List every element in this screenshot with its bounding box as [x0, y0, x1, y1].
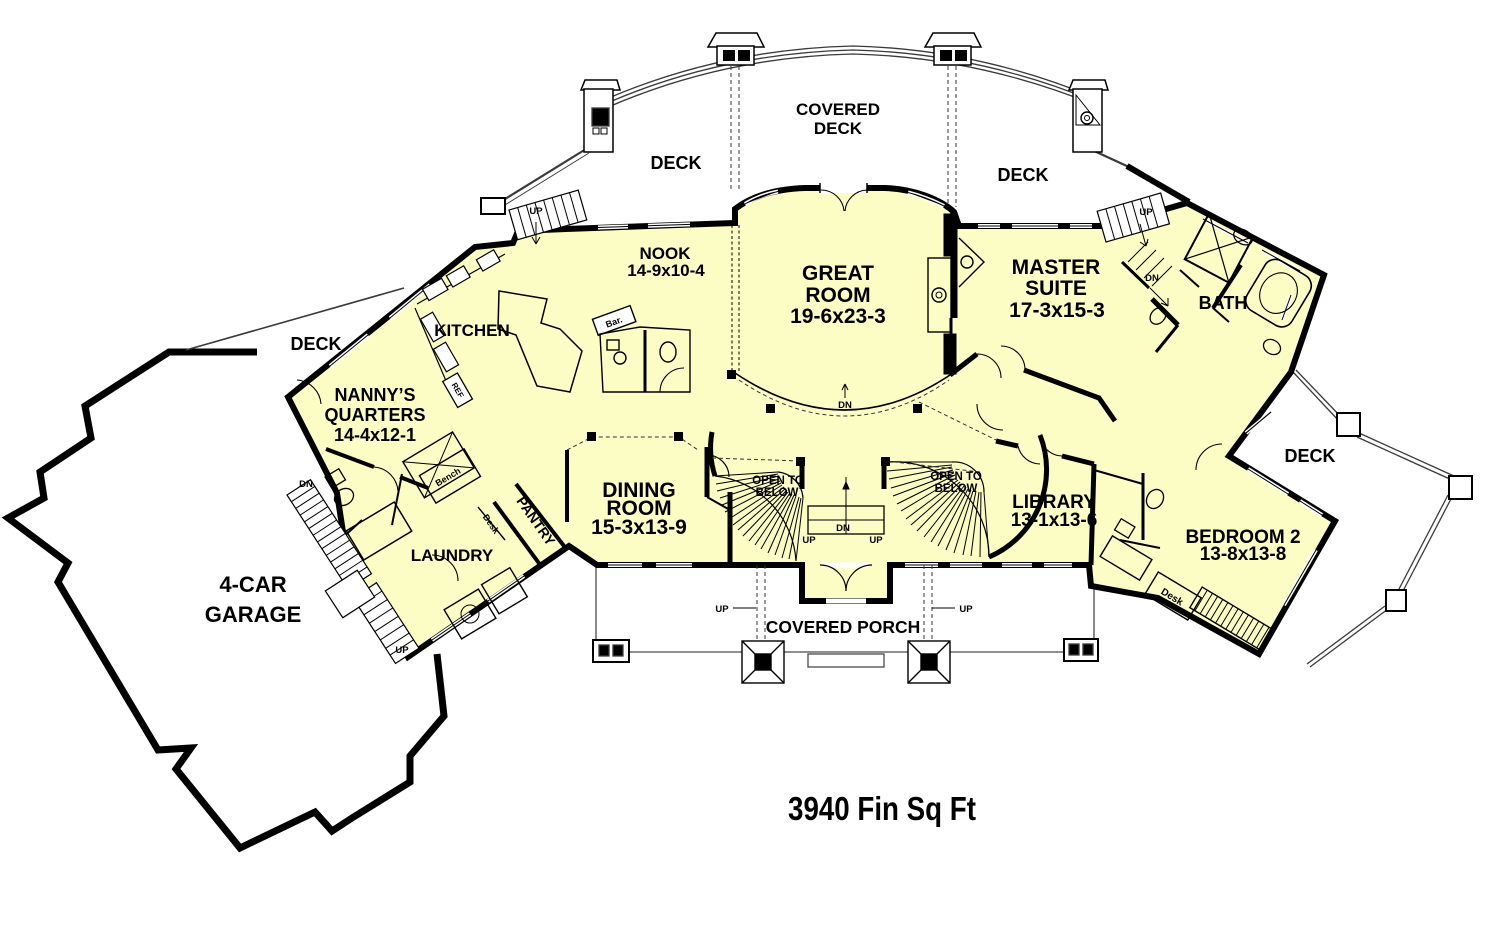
svg-text:15-3x13-9: 15-3x13-9 — [591, 516, 687, 539]
svg-text:UP: UP — [869, 535, 883, 546]
svg-text:SUITE: SUITE — [1025, 277, 1087, 300]
svg-text:UP: UP — [802, 535, 816, 546]
svg-text:GREAT: GREAT — [802, 262, 874, 285]
svg-text:LAUNDRY: LAUNDRY — [411, 546, 494, 565]
svg-text:4-CAR: 4-CAR — [219, 572, 286, 597]
svg-text:COVERED PORCH: COVERED PORCH — [766, 617, 921, 637]
svg-text:DN: DN — [1145, 273, 1159, 284]
svg-text:13-8x13-8: 13-8x13-8 — [1200, 544, 1287, 565]
svg-text:DN: DN — [836, 523, 850, 534]
svg-text:BELOW: BELOW — [756, 487, 799, 499]
svg-text:NANNY’S: NANNY’S — [334, 385, 415, 405]
svg-text:UP: UP — [959, 604, 973, 615]
svg-text:UP: UP — [395, 645, 409, 656]
svg-text:LIBRARY: LIBRARY — [1012, 492, 1096, 513]
svg-text:DECK: DECK — [290, 334, 341, 354]
svg-text:14-4x12-1: 14-4x12-1 — [334, 425, 416, 445]
svg-text:OPEN TO: OPEN TO — [752, 475, 804, 487]
svg-text:MASTER: MASTER — [1012, 256, 1101, 279]
svg-text:UP: UP — [529, 206, 543, 217]
svg-text:COVERED: COVERED — [796, 100, 880, 119]
svg-text:DINING: DINING — [602, 479, 676, 502]
svg-text:13-1x13-6: 13-1x13-6 — [1011, 510, 1098, 531]
svg-text:QUARTERS: QUARTERS — [324, 405, 425, 425]
svg-text:DECK: DECK — [650, 153, 701, 173]
svg-text:DECK: DECK — [814, 119, 863, 138]
svg-text:3940 Fin Sq Ft: 3940 Fin Sq Ft — [788, 791, 976, 828]
svg-text:DN: DN — [838, 400, 852, 411]
svg-text:BEDROOM 2: BEDROOM 2 — [1185, 527, 1300, 548]
svg-text:BELOW: BELOW — [935, 483, 978, 495]
svg-text:OPEN TO: OPEN TO — [930, 471, 982, 483]
svg-text:17-3x15-3: 17-3x15-3 — [1009, 299, 1105, 322]
svg-text:UP: UP — [715, 604, 729, 615]
svg-text:DECK: DECK — [1284, 446, 1335, 466]
svg-text:14-9x10-4: 14-9x10-4 — [627, 261, 705, 280]
svg-text:KITCHEN: KITCHEN — [434, 321, 510, 340]
svg-text:GARAGE: GARAGE — [205, 602, 302, 627]
svg-text:BATH: BATH — [1199, 293, 1248, 313]
svg-text:ROOM: ROOM — [805, 284, 870, 307]
svg-text:DN: DN — [299, 479, 313, 490]
svg-text:ROOM: ROOM — [606, 497, 671, 520]
svg-text:UP: UP — [1139, 207, 1153, 218]
svg-text:19-6x23-3: 19-6x23-3 — [790, 305, 886, 328]
svg-text:DECK: DECK — [997, 165, 1048, 185]
svg-text:NOOK: NOOK — [640, 244, 692, 263]
